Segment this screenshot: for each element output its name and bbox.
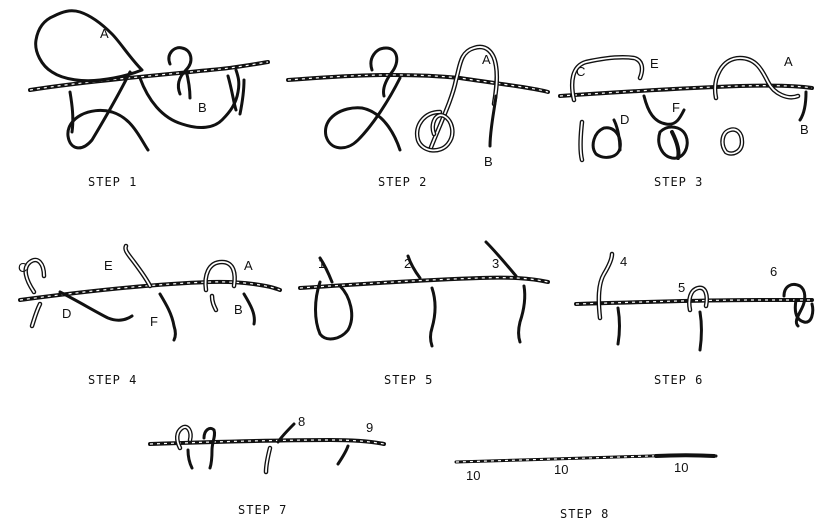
- step-8-label-10-a: 10: [466, 468, 480, 483]
- step-2-label-a: A: [482, 52, 491, 67]
- step-4-label-d: D: [62, 306, 71, 321]
- step-3-label-d: D: [620, 112, 629, 127]
- step-2-panel: A B STEP 2: [286, 44, 550, 189]
- step-6-panel: 4 5 6 STEP 6: [574, 251, 815, 387]
- step-7-label-9: 9: [366, 420, 373, 435]
- step-4-panel: C E A D F B STEP 4: [18, 243, 282, 387]
- step-8-panel: 10 10 10 STEP 8: [454, 453, 718, 521]
- step-4-label-e: E: [104, 258, 113, 273]
- step-6-label-6: 6: [770, 264, 777, 279]
- step-6-label-4: 4: [620, 254, 627, 269]
- step-8-label-10-c: 10: [674, 460, 688, 475]
- step-5-caption: STEP 5: [384, 373, 433, 387]
- step-3-label-a: A: [784, 54, 793, 69]
- step-6-caption: STEP 6: [654, 373, 703, 387]
- step-1-panel: A B STEP 1: [28, 9, 270, 189]
- step-5-label-3: 3: [492, 256, 499, 271]
- step-4-label-c: C: [18, 260, 27, 275]
- step-1-caption: STEP 1: [88, 175, 137, 189]
- step-4-label-a: A: [244, 258, 253, 273]
- step-8-label-10-b: 10: [554, 462, 568, 477]
- step-2-caption: STEP 2: [378, 175, 427, 189]
- step-4-label-b: B: [234, 302, 243, 317]
- step-4-label-f: F: [150, 314, 158, 329]
- step-1-label-b: B: [198, 100, 207, 115]
- step-3-caption: STEP 3: [654, 175, 703, 189]
- step-3-label-c: C: [576, 64, 585, 79]
- step-5-label-1: 1: [318, 256, 325, 271]
- step-5-panel: 1 2 3 STEP 5: [298, 240, 550, 387]
- step-7-label-8: 8: [298, 414, 305, 429]
- step-1-label-a: A: [100, 26, 109, 41]
- step-3-label-e: E: [650, 56, 659, 71]
- step-8-caption: STEP 8: [560, 507, 609, 521]
- step-2-label-b: B: [484, 154, 493, 169]
- step-4-caption: STEP 4: [88, 373, 137, 387]
- step-3-panel: C E A D F B STEP 3: [558, 54, 814, 189]
- step-5-label-2: 2: [404, 256, 411, 271]
- step-3-label-b: B: [800, 122, 809, 137]
- step-7-caption: STEP 7: [238, 503, 287, 517]
- step-7-panel: 8 9 STEP 7: [148, 414, 386, 517]
- step-6-label-5: 5: [678, 280, 685, 295]
- step-3-label-f: F: [672, 100, 680, 115]
